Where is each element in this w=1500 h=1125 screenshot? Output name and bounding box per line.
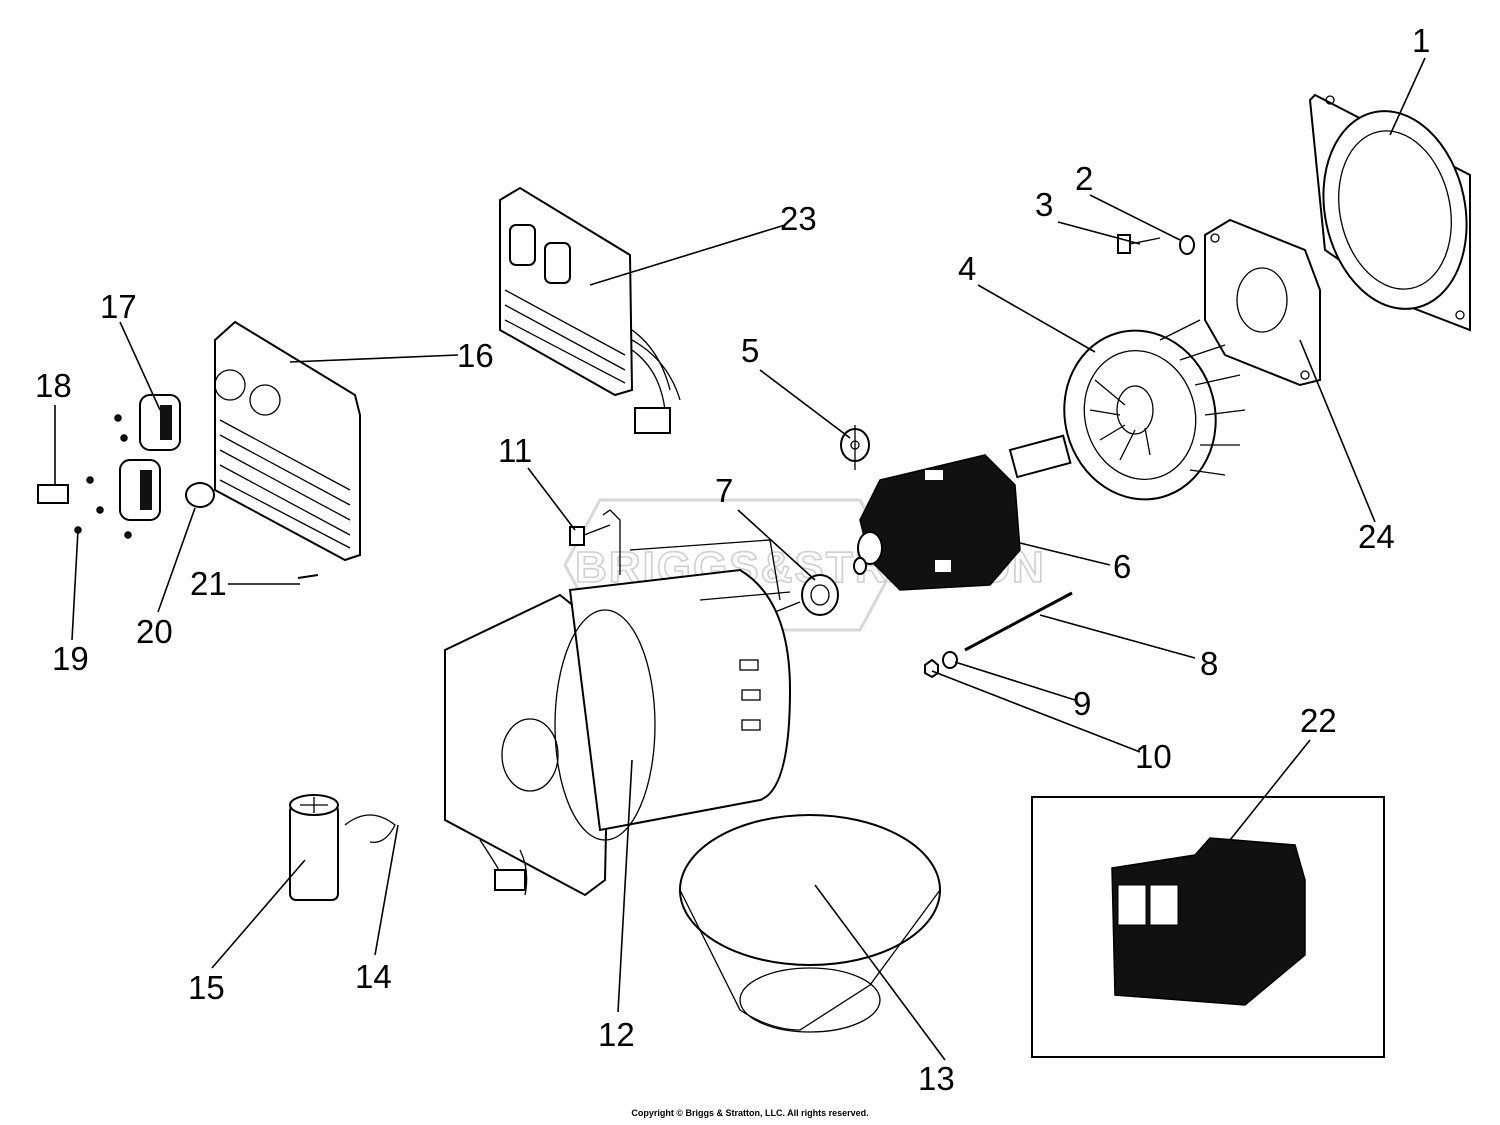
callout-9: 9 bbox=[1073, 685, 1091, 722]
part-23-panel bbox=[499, 186, 681, 434]
part-18-switch bbox=[37, 484, 69, 504]
part-11-bolt bbox=[569, 509, 621, 575]
callout-17: 17 bbox=[100, 288, 137, 325]
leader-lines bbox=[54, 57, 1426, 1061]
callout-16: 16 bbox=[457, 337, 494, 374]
callout-13: 13 bbox=[918, 1060, 955, 1097]
callout-6: 6 bbox=[1113, 548, 1131, 585]
callout-11: 11 bbox=[498, 432, 532, 469]
part-5-bracket bbox=[840, 425, 870, 470]
part-1-end-bell bbox=[1308, 93, 1471, 332]
part-13-band bbox=[679, 814, 941, 1033]
callout-19: 19 bbox=[52, 640, 89, 677]
callout-22: 22 bbox=[1300, 702, 1337, 739]
callout-1: 1 bbox=[1412, 22, 1430, 59]
callout-15: 15 bbox=[188, 969, 225, 1006]
callout-7: 7 bbox=[715, 472, 733, 509]
callout-21: 21 bbox=[190, 565, 227, 602]
part-12-stator-housing bbox=[444, 539, 792, 897]
part-6-rotor bbox=[853, 434, 1072, 591]
callout-labels: 1 2 3 4 5 6 7 8 9 10 11 12 13 14 15 16 1… bbox=[35, 22, 1430, 1097]
part-16-panel bbox=[214, 320, 361, 562]
callout-2: 2 bbox=[1075, 160, 1093, 197]
callout-18: 18 bbox=[35, 367, 72, 404]
part-21-screw bbox=[297, 574, 319, 579]
callout-10: 10 bbox=[1135, 738, 1172, 775]
part-8-stud bbox=[964, 591, 1073, 652]
callout-14: 14 bbox=[355, 958, 392, 995]
part-7-bearing bbox=[774, 574, 839, 616]
part-4-fan bbox=[1063, 319, 1246, 501]
part-24-plate bbox=[1204, 218, 1321, 387]
part-9-washer bbox=[942, 651, 958, 669]
copyright-notice: Copyright © Briggs & Stratton, LLC. All … bbox=[631, 1108, 869, 1118]
callout-20: 20 bbox=[136, 613, 173, 650]
part-15-capacitor bbox=[289, 794, 339, 901]
part-17-outlets bbox=[119, 394, 181, 521]
part-22-inset bbox=[1031, 796, 1385, 1058]
callout-23: 23 bbox=[780, 200, 817, 237]
callout-24: 24 bbox=[1358, 518, 1395, 555]
callout-3: 3 bbox=[1035, 186, 1053, 223]
callout-4: 4 bbox=[958, 250, 976, 287]
part-14-clip bbox=[344, 814, 396, 844]
part-2-washer bbox=[1179, 235, 1195, 255]
part-20-knob bbox=[185, 482, 215, 508]
part-10-nut bbox=[924, 658, 939, 679]
callout-12: 12 bbox=[598, 1016, 635, 1053]
callout-5: 5 bbox=[741, 332, 759, 369]
callout-8: 8 bbox=[1200, 645, 1218, 682]
